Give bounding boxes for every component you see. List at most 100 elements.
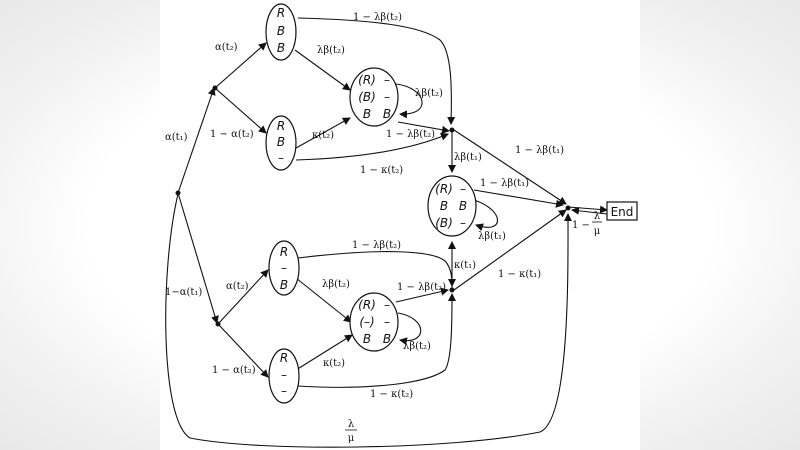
- svg-text:B: B: [363, 107, 371, 121]
- label-r_b-to-mid3: λβ(t₂): [322, 279, 350, 290]
- edge-mid1-to-junction1: [397, 121, 450, 134]
- junction1-point: [449, 127, 455, 133]
- svg-text:(R): (R): [358, 298, 376, 312]
- svg-text:(B): (B): [435, 216, 453, 230]
- diagram-canvas: R B B R B – (R) (B) B – – B (R) B (B) – …: [165, 3, 638, 448]
- label-junction1-to-mid2: λβ(t₁): [454, 152, 482, 163]
- label-rbb-long: 1 − λβ(t₂): [353, 12, 402, 23]
- svg-text:–: –: [460, 182, 466, 196]
- edge-mid1-self-loop: [395, 83, 423, 119]
- state-node-rbb: R B B: [265, 3, 297, 61]
- svg-text:(R): (R): [358, 73, 376, 87]
- svg-text:(R): (R): [435, 182, 453, 196]
- svg-text:R: R: [277, 6, 285, 20]
- edge-start-to-junction2: [165, 193, 573, 448]
- state-node-end: End: [606, 201, 638, 221]
- edge-mid3-to-junction3: [395, 287, 449, 303]
- label-r__-long: 1 − κ(t₂): [370, 389, 413, 400]
- svg-text:–: –: [281, 384, 287, 398]
- edge-junction2-to-end: [567, 205, 608, 214]
- edge-rbb-to-junction1: [297, 17, 456, 125]
- bottom-branch-point: [215, 321, 221, 327]
- edge-r__-to-junction3: [297, 293, 456, 388]
- state-node-mid2: (R) B (B) – B –: [427, 175, 477, 237]
- label-mid1-out: 1 − λβ(t₂): [386, 129, 435, 140]
- edge-rb-to-mid1: [295, 117, 351, 149]
- svg-text:B: B: [277, 135, 285, 149]
- svg-text:–: –: [460, 216, 466, 230]
- state-transition-diagram: R B B R B – (R) (B) B – – B (R) B (B) – …: [160, 0, 640, 450]
- edge-r_b-to-junction3: [297, 251, 456, 287]
- label-r_b-long: 1 − λβ(t₂): [352, 240, 401, 251]
- label-r__-to-mid3: κ(t₂): [323, 358, 345, 369]
- svg-text:–: –: [384, 90, 390, 104]
- svg-text:R: R: [277, 119, 285, 133]
- label-start-to-end-fraction: λ μ: [345, 419, 357, 444]
- svg-text:B: B: [383, 332, 391, 346]
- svg-text:B: B: [277, 41, 285, 55]
- junction2-point: [565, 205, 571, 211]
- junction3-point: [449, 287, 455, 293]
- label-bottom-to-end: 1 − κ(t₁): [498, 269, 541, 280]
- svg-text:B: B: [280, 278, 288, 292]
- label-kappa-t1: κ(t₁): [454, 260, 476, 271]
- label-mid2-to-end: 1 − λβ(t₁): [480, 178, 529, 189]
- label-mid2-self: λβ(t₁): [478, 231, 506, 242]
- svg-text:End: End: [611, 205, 634, 219]
- edge-bottom-branch-to-r__: [217, 323, 269, 378]
- edge-end-to-junction2: [571, 206, 608, 215]
- edge-mid2-to-junction2: [473, 189, 564, 208]
- svg-text:–: –: [384, 315, 390, 329]
- label-top-to-end: 1 − λβ(t₁): [515, 145, 564, 156]
- svg-text:B: B: [363, 332, 371, 346]
- edge-rbb-to-mid1: [294, 49, 351, 91]
- svg-text:B: B: [277, 24, 285, 38]
- edge-bottom-branch-to-r_b: [217, 269, 269, 325]
- svg-text:μ: μ: [348, 433, 355, 444]
- label-mid1-self: λβ(t₂): [415, 88, 443, 99]
- svg-text:R: R: [280, 245, 288, 259]
- label-rbb-to-mid1: λβ(t₂): [317, 45, 345, 56]
- svg-text:λ: λ: [594, 211, 601, 222]
- svg-text:–: –: [281, 261, 287, 275]
- svg-text:(–): (–): [359, 315, 374, 329]
- state-node-rb: R B –: [265, 115, 297, 171]
- edge-start-to-top-branch: [177, 87, 216, 194]
- svg-text:–: –: [281, 368, 287, 382]
- svg-text:R: R: [280, 351, 288, 365]
- label-one-minus-alpha-t2-bot: 1 − α(t₂): [212, 365, 256, 376]
- svg-text:B: B: [459, 199, 467, 213]
- edge-r_b-to-mid3: [295, 277, 352, 323]
- label-one-minus-alpha-t1: 1−α(t₁): [165, 287, 202, 298]
- label-end-back-fraction: 1 − λ μ: [572, 211, 602, 237]
- edge-junction1-to-junction2: [453, 129, 567, 205]
- label-alpha-t1: α(t₁): [165, 132, 188, 143]
- svg-text:B: B: [383, 107, 391, 121]
- state-node-r__: R – –: [268, 348, 300, 404]
- state-node-r_b: R – B: [268, 240, 300, 296]
- edge-top-branch-to-rbb: [214, 42, 267, 89]
- top-branch-point: [212, 85, 218, 91]
- svg-text:1 −: 1 −: [572, 220, 590, 231]
- state-node-mid1: (R) (B) B – – B: [349, 67, 399, 127]
- edge-mid2-self-loop: [473, 199, 499, 232]
- label-mid3-self: λβ(t₂): [403, 341, 431, 352]
- svg-text:–: –: [384, 298, 390, 312]
- svg-text:–: –: [278, 151, 284, 165]
- svg-text:μ: μ: [594, 226, 601, 237]
- edge-rb-to-junction1: [295, 133, 449, 161]
- edge-top-branch-to-rb: [214, 87, 267, 134]
- label-rb-long: 1 − κ(t₂): [360, 165, 403, 176]
- svg-text:λ: λ: [348, 419, 355, 430]
- svg-text:B: B: [440, 199, 448, 213]
- edge-junction3-to-junction2: [453, 209, 567, 291]
- label-mid3-out: 1 − λβ(t₂): [397, 282, 446, 293]
- edge-start-to-bottom-branch: [177, 192, 219, 324]
- svg-text:–: –: [384, 73, 390, 87]
- label-alpha-t2-bot: α(t₂): [226, 281, 249, 292]
- state-node-mid3: (R) (–) B – – B: [349, 292, 399, 352]
- svg-text:(B): (B): [358, 90, 376, 104]
- start-point: [175, 190, 181, 196]
- edge-mid3-self-loop: [397, 312, 422, 346]
